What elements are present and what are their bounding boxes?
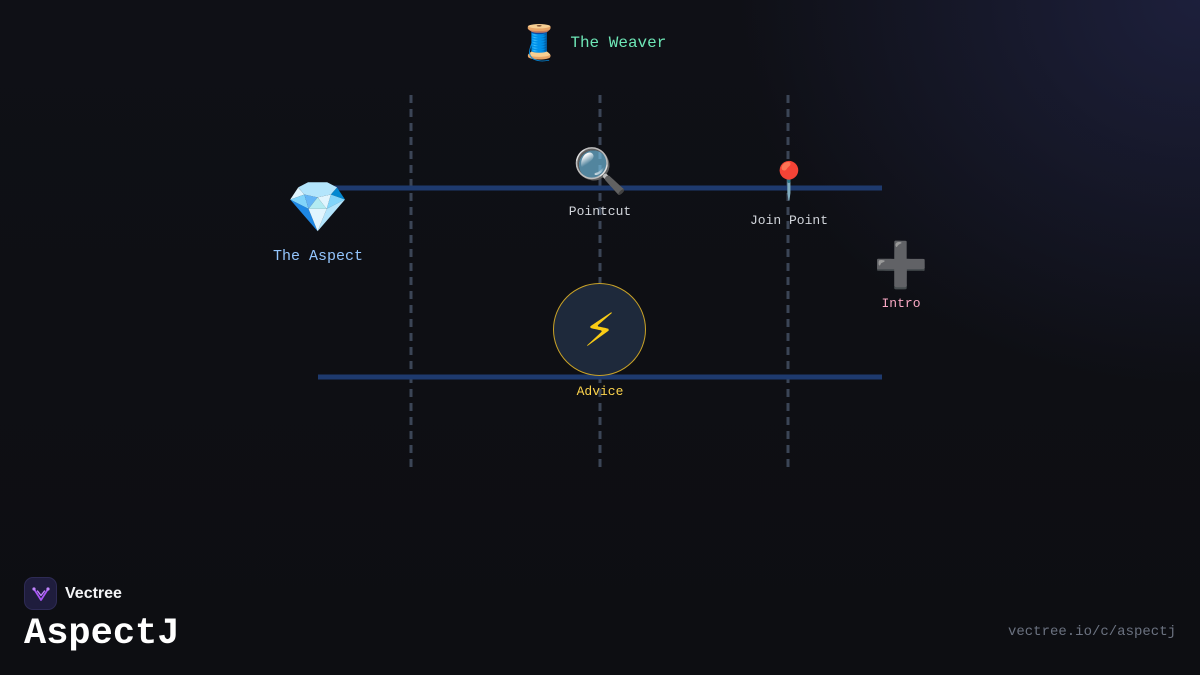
vectree-logo-icon bbox=[24, 577, 57, 610]
branding: Vectree AspectJ bbox=[24, 577, 179, 655]
aspect-label: The Aspect bbox=[272, 248, 364, 265]
node-aspect: 💎 The Aspect bbox=[273, 182, 363, 265]
node-intro: ➕ Intro bbox=[873, 240, 929, 312]
pointcut-label: Pointcut bbox=[568, 204, 632, 219]
advice-label: Advice bbox=[576, 384, 624, 399]
magnifying-glass-icon: 🔍 bbox=[572, 146, 628, 197]
brand-name: Vectree bbox=[65, 584, 122, 602]
weaver-label: The Weaver bbox=[570, 34, 667, 52]
page-title: AspectJ bbox=[24, 613, 180, 655]
node-weaver: 🧵 The Weaver bbox=[518, 26, 666, 60]
join-point-label: Join Point bbox=[749, 213, 829, 228]
pin-icon: 📍 bbox=[766, 161, 812, 202]
node-advice: ⚡ bbox=[553, 283, 646, 376]
plus-icon: ➕ bbox=[873, 240, 929, 291]
intro-label: Intro bbox=[881, 296, 921, 311]
node-join-point: 📍 Join Point bbox=[749, 161, 829, 229]
lightning-icon: ⚡ bbox=[583, 302, 616, 357]
node-pointcut: 🔍 Pointcut bbox=[568, 146, 632, 220]
gem-icon: 💎 bbox=[286, 178, 350, 236]
source-url: vectree.io/c/aspectj bbox=[1007, 624, 1176, 640]
spool-of-thread-icon: 🧵 bbox=[518, 23, 561, 63]
